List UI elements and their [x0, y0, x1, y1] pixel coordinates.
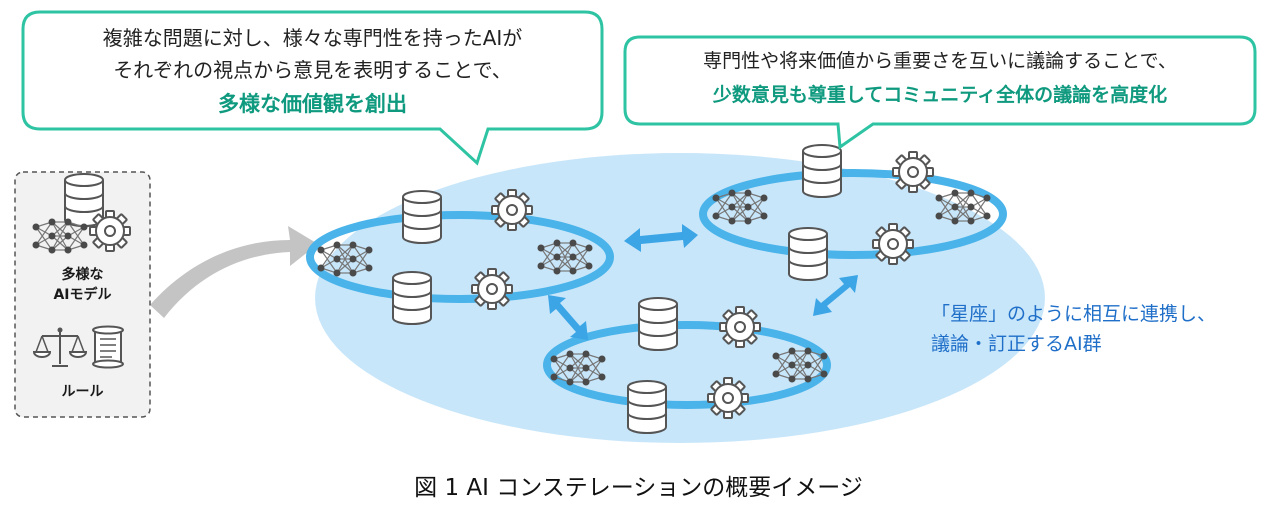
- database-icon: [802, 144, 842, 198]
- cluster-ring-left: [306, 211, 614, 303]
- sidebar-label-models-1: 多様な: [61, 267, 104, 283]
- cluster-ring-right: [699, 169, 1007, 259]
- bubble-left-line1: 複雑な問題に対し、様々な専門性を持ったAIが: [102, 26, 523, 50]
- gear-icon: [471, 268, 513, 310]
- database-icon: [638, 297, 678, 351]
- gear-icon: [872, 223, 914, 265]
- link-arrow-left-right: [624, 224, 698, 252]
- gear-icon: [89, 210, 131, 252]
- link-arrow-right-bottom: [813, 275, 858, 316]
- sidebar-label-models-2: AIモデル: [53, 287, 112, 303]
- bubble-right-emphasis: 少数意見も尊重してコミュニティ全体の議論を高度化: [712, 84, 1168, 106]
- database-icon: [627, 380, 667, 434]
- constellation-text-line1: 「星座」のように相互に連携し、: [931, 303, 1217, 325]
- link-arrow-left-bottom: [548, 295, 588, 340]
- speech-bubble-right: [623, 35, 1257, 150]
- bubble-left-line2: それぞれの視点から意見を表明することで、: [113, 58, 512, 82]
- bubble-right-line1: 専門性や将来価値から重要さを互いに議論することで、: [703, 50, 1177, 72]
- gear-icon: [892, 151, 934, 193]
- database-icon: [392, 271, 432, 325]
- speech-bubble-left: [21, 10, 604, 166]
- database-icon: [788, 227, 828, 281]
- bubble-left-emphasis: 多様な価値観を創出: [218, 92, 407, 116]
- constellation-background: [315, 153, 1045, 443]
- gear-icon: [719, 306, 761, 348]
- constellation-text-line2: 議論・訂正するAI群: [931, 333, 1102, 355]
- sidebar-label-rules: ルール: [61, 384, 104, 400]
- database-icon: [402, 190, 442, 244]
- gear-icon: [707, 377, 749, 419]
- bubble-right-text: 専門性や将来価値から重要さを互いに議論することで、 少数意見も尊重してコミュニテ…: [625, 46, 1255, 118]
- cluster-ring-bottom: [543, 321, 831, 409]
- bubble-left-text: 複雑な問題に対し、様々な専門性を持ったAIが それぞれの視点から意見を表明するこ…: [23, 22, 602, 122]
- figure-caption: 図 1 AI コンステレーションの概要イメージ: [414, 475, 863, 501]
- input-arrow: [150, 226, 318, 318]
- gear-icon: [491, 189, 533, 231]
- scroll-icon: [92, 325, 124, 369]
